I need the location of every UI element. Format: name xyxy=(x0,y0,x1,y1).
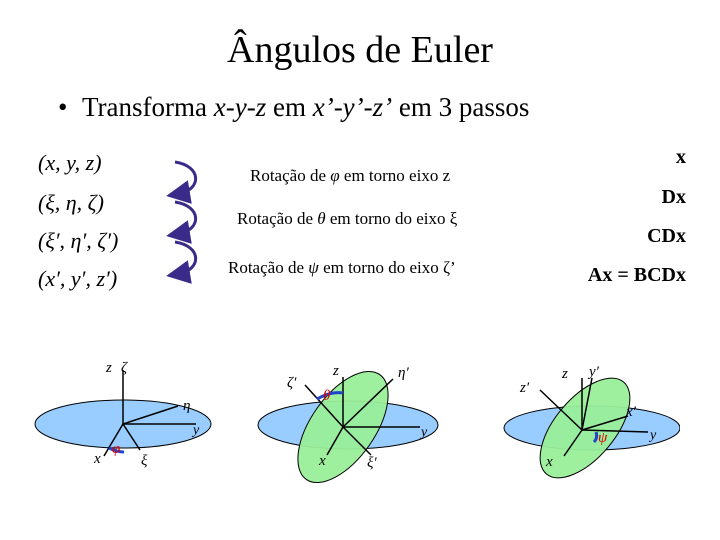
tuple-xyz-prime: (x′, y′, z′) xyxy=(38,266,118,291)
label-z-prime: z′ xyxy=(519,380,530,396)
label-x-prime: x′ xyxy=(625,404,637,420)
label-z: z xyxy=(105,360,112,376)
x-axis xyxy=(103,423,124,457)
label-psi: ψ xyxy=(598,430,608,446)
bullet-prefix: Transforma xyxy=(82,92,214,122)
phi-arc xyxy=(108,446,125,454)
label-zeta-prime: ζ′ xyxy=(287,375,297,391)
label-y-prime: y′ xyxy=(587,364,600,380)
phi-symbol: φ xyxy=(330,166,340,185)
rotation-1-suffix: em torno eixo z xyxy=(339,166,451,185)
arrow-step-1-icon xyxy=(166,160,198,204)
x-prime-axis xyxy=(581,415,629,431)
xi-axis xyxy=(122,423,141,451)
bullet-to: x’-y’-z’ xyxy=(312,92,393,122)
matrix-dx: Dx xyxy=(661,186,686,208)
zeta-prime-axis xyxy=(304,384,344,428)
matrix-cdx: CDx xyxy=(647,225,686,247)
theta-symbol: θ xyxy=(317,209,326,228)
euler-diagram-theta: ζ′ z η′ θ y x ξ′ xyxy=(257,363,439,484)
tuple-xyz: (x, y, z) xyxy=(38,150,102,175)
rotation-2-prefix: Rotação de xyxy=(237,209,318,228)
psi-symbol: ψ xyxy=(308,258,319,277)
arrow-step-3-icon xyxy=(166,240,198,284)
xi-prime-axis xyxy=(342,426,372,456)
tuple-xi-eta-zeta-prime: (ξ′, η′, ζ′) xyxy=(38,228,119,253)
matrix-ax-bcdx: Ax = BCDx xyxy=(587,264,686,286)
slide-title: Ângulos de Euler xyxy=(227,29,493,71)
rotation-step-1: Rotação de φ em torno eixo z xyxy=(250,166,450,186)
label-eta: η xyxy=(183,398,190,414)
eta-prime-axis xyxy=(342,378,394,428)
transform-arrows xyxy=(166,160,198,284)
tuple-xi-eta-zeta: (ξ, η, ζ) xyxy=(38,190,104,215)
label-y: y xyxy=(419,425,428,440)
label-theta: θ xyxy=(323,388,331,404)
y-prime-axis xyxy=(581,377,593,431)
arrow-step-2-icon xyxy=(166,200,198,244)
label-y: y xyxy=(191,423,200,438)
y-axis xyxy=(581,429,649,433)
psi-arc xyxy=(592,431,599,444)
rotation-1-prefix: Rotação de xyxy=(250,166,331,185)
rotation-3-suffix: em torno do eixo ζ’ xyxy=(318,258,456,277)
label-x: x xyxy=(318,453,326,469)
label-z: z xyxy=(332,363,339,379)
bullet-dot: • xyxy=(58,92,68,122)
euler-diagram-phi: z ζ η y x φ ξ xyxy=(34,360,212,469)
bullet-point: • Transforma x-y-z em x’-y’-z’ em 3 passo… xyxy=(58,92,529,123)
x-axis xyxy=(326,426,344,456)
eta-axis xyxy=(122,405,179,425)
matrix-x: x xyxy=(676,146,686,168)
label-xi: ξ xyxy=(141,453,148,469)
rotation-step-2: Rotação de θ em torno do eixo ξ xyxy=(237,209,457,229)
x-axis xyxy=(563,429,583,457)
label-y: y xyxy=(648,428,657,443)
label-x: x xyxy=(545,454,553,470)
bullet-from: x-y-z xyxy=(213,92,267,122)
rotation-step-3: Rotação de ψ em torno do eixo ζ’ xyxy=(228,258,456,278)
bullet-middle: em xyxy=(266,92,313,122)
label-x: x xyxy=(93,451,101,467)
label-xi-prime: ξ′ xyxy=(367,455,377,471)
tilted-plane-disk xyxy=(539,377,631,479)
z-prime-axis xyxy=(539,389,583,431)
rotation-2-suffix: em torno do eixo ξ xyxy=(325,209,458,228)
euler-diagram-psi: z′ z y′ x′ ψ y x xyxy=(503,364,680,479)
label-z: z xyxy=(561,366,568,382)
rotation-3-prefix: Rotação de xyxy=(228,258,309,277)
bullet-suffix: em 3 passos xyxy=(392,92,530,122)
label-zeta: ζ xyxy=(121,360,128,376)
label-eta-prime: η′ xyxy=(398,365,409,381)
label-phi: φ xyxy=(112,441,120,457)
theta-arc xyxy=(316,391,344,401)
